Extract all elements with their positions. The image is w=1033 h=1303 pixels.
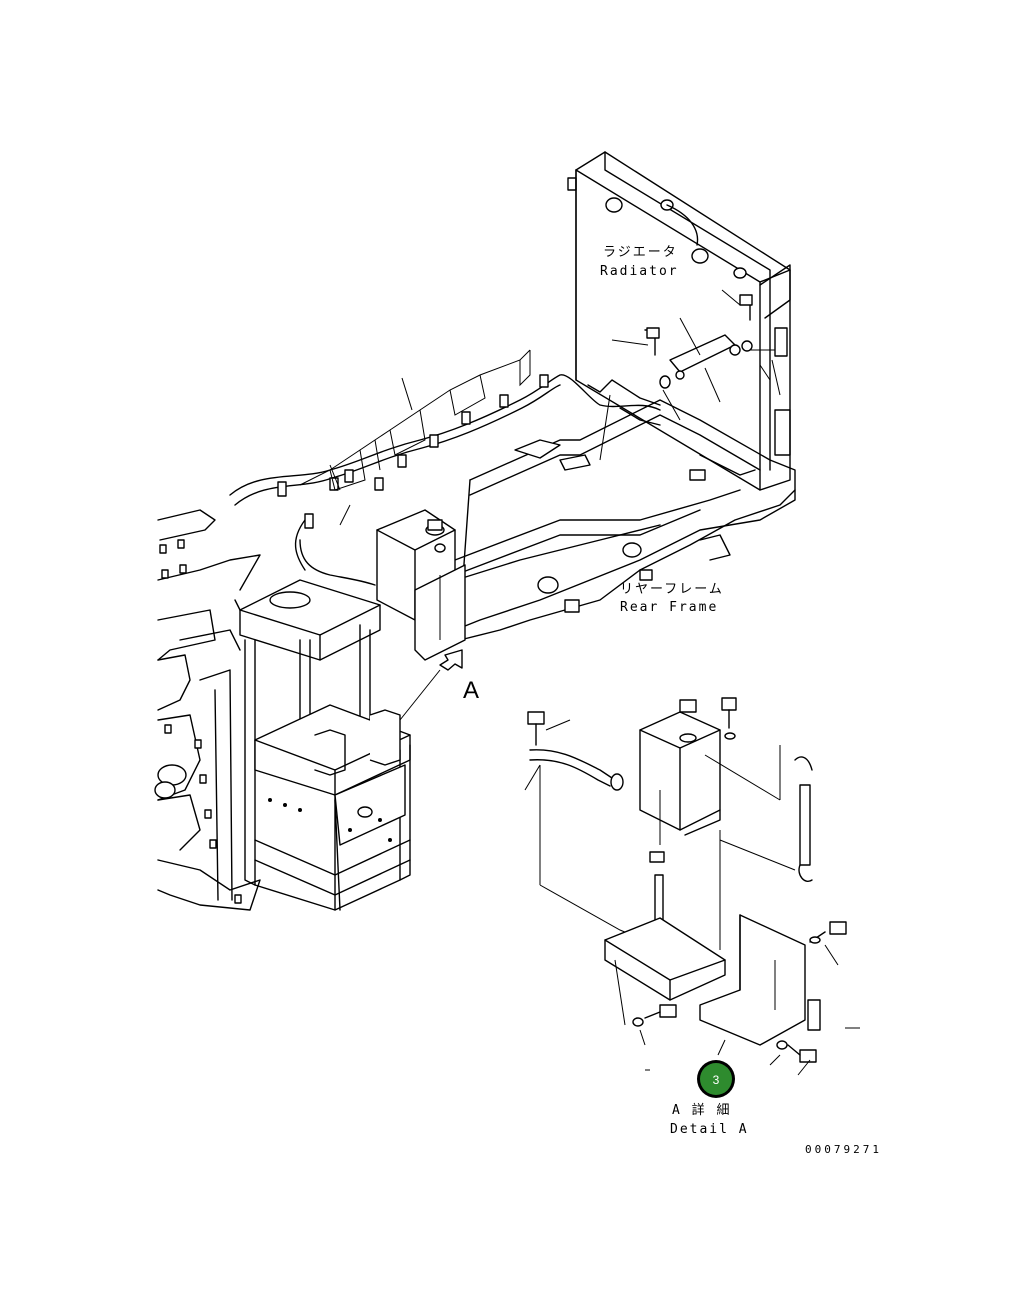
callout-3-fill [700,1063,732,1095]
rear-frame-label-jp: リヤーフレーム [620,582,724,597]
radiator-label-en: Radiator [600,264,679,279]
leader-lines-harness [329,377,413,526]
rear-frame-assembly [429,399,796,641]
frame-holes [159,539,242,904]
detail-a-exploded-view [524,697,860,1076]
cab-support-structure [234,579,411,911]
view-arrow-label: A [463,677,479,704]
rear-frame-label-en: Rear Frame [620,600,718,615]
detail-bolts [632,921,847,1063]
callout-3-number: 3 [713,1073,720,1087]
view-arrow-a [399,649,463,721]
support-bolts [268,798,392,842]
left-frame-fragments [154,509,261,911]
detail-label-en: Detail A [670,1122,749,1137]
harness-clips [277,374,549,529]
callout-3[interactable]: 3 [697,1060,735,1098]
detail-label-jp: A 詳 細 [672,1102,731,1118]
wire-harness [229,349,661,586]
reservoir-tank-installed [376,509,466,661]
radiator-label-jp: ラジエータ [603,245,678,260]
drawing-number: 00079271 [805,1143,882,1156]
radiator-assembly [567,151,791,491]
leader-lines-radiator [599,289,781,461]
